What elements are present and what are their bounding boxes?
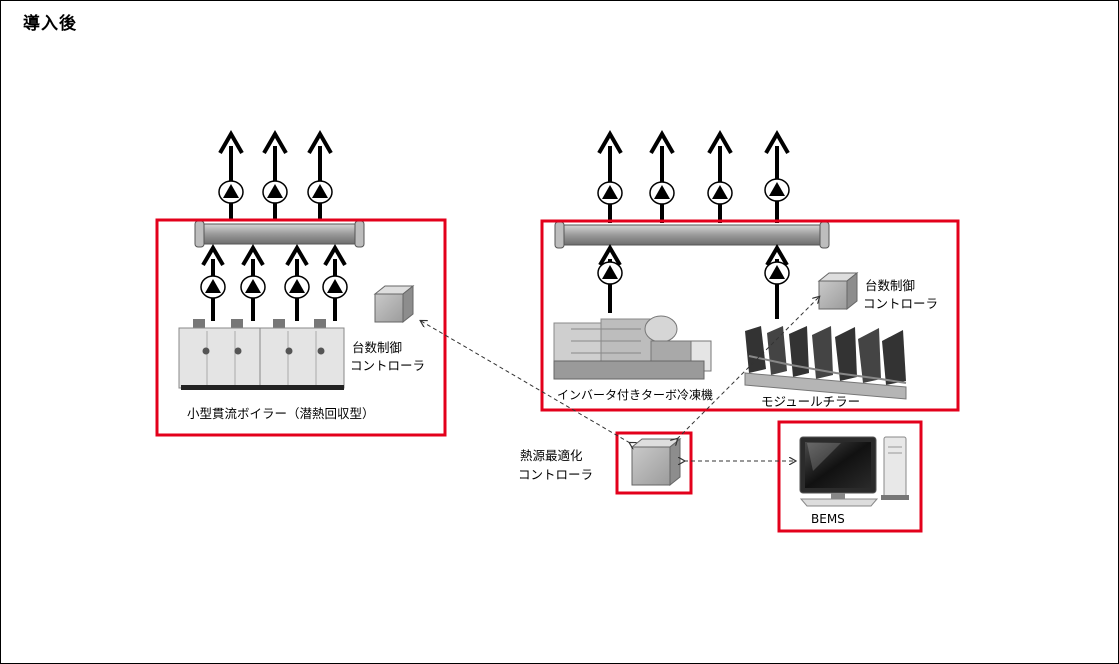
page-title: 導入後 <box>23 14 77 34</box>
boiler-outlet-arrows <box>218 130 333 221</box>
boiler-units-image <box>178 319 345 390</box>
chiller-outlet-arrows <box>597 130 790 223</box>
turbo-chiller-caption: インバータ付きターボ冷凍機 <box>557 387 713 402</box>
module-chiller-caption: モジュールチラー <box>761 394 860 409</box>
boiler-controller-label-line1: 台数制御 <box>352 340 402 355</box>
boiler-header-pipe <box>194 220 365 248</box>
chiller-controller-label-line1: 台数制御 <box>865 278 915 293</box>
boiler-group: 台数制御 コントローラ 小型貫流ボイラー（潜熱回収型） <box>155 130 447 437</box>
turbo-chiller-image <box>553 315 712 380</box>
boiler-count-controller <box>373 284 415 324</box>
boiler-caption: 小型貫流ボイラー（潜熱回収型） <box>187 406 375 421</box>
chiller-header-pipe <box>554 221 830 249</box>
chiller-controller-label-line2: コントローラ <box>863 296 938 311</box>
optimizer-label-line2: コントローラ <box>518 467 593 482</box>
bems-highlight-box <box>777 420 923 533</box>
chiller-supply-arrows <box>597 244 790 319</box>
bems-caption: BEMS <box>811 512 845 526</box>
heat-source-optimizer <box>615 431 693 495</box>
boiler-supply-arrows <box>200 244 348 321</box>
module-chiller-image <box>744 326 907 400</box>
chiller-count-controller <box>817 271 859 311</box>
boiler-controller-label-line2: コントローラ <box>350 358 425 373</box>
chiller-group: 台数制御 コントローラ インバータ付きターボ冷凍機 モジュールチラー <box>540 130 960 412</box>
optimizer-label-line1: 熱源最適化 <box>520 448 583 463</box>
bems-computer <box>799 436 909 507</box>
control-signal-lines <box>421 297 819 461</box>
